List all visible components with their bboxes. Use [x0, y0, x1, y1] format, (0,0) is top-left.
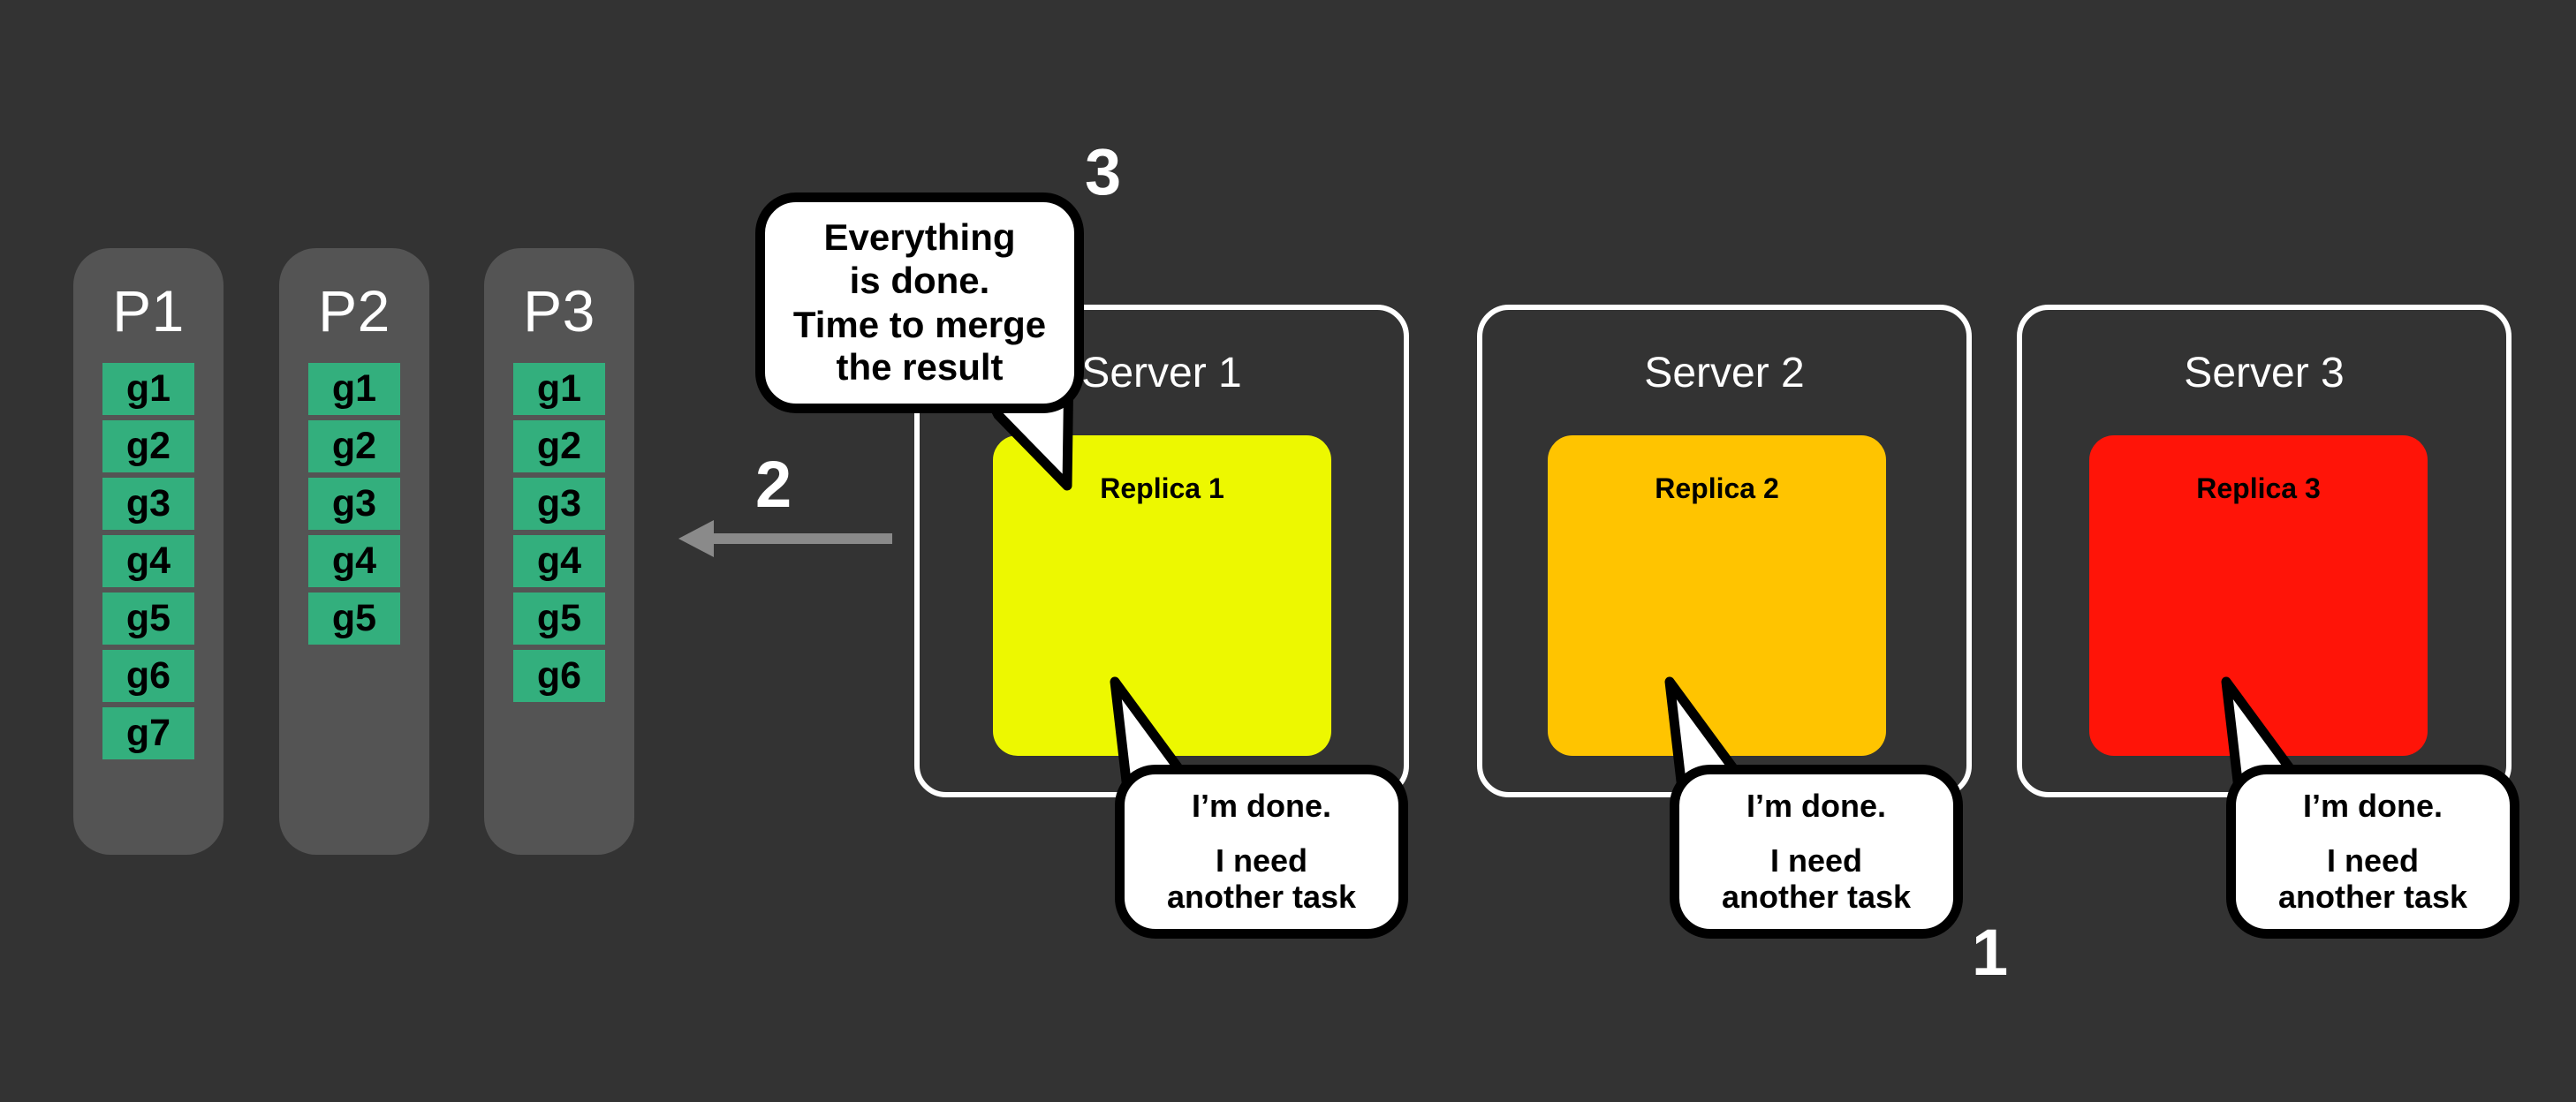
chunk-block[interactable]: g5: [102, 593, 194, 645]
partition-p1-chunk-stack: g1 g2 g3 g4 g5 g6 g7: [73, 363, 224, 759]
chunk-block[interactable]: g3: [308, 478, 400, 530]
chunk-block[interactable]: g1: [308, 363, 400, 415]
chunk-block[interactable]: g6: [102, 650, 194, 702]
partition-p1-title: P1: [112, 278, 185, 343]
task-request-bubble-3: I’m done. I need another task: [2226, 765, 2519, 939]
replica-1-box[interactable]: Replica 1: [993, 435, 1331, 756]
task-bubble-3-line-2: I need: [2326, 842, 2420, 879]
chunk-block[interactable]: g2: [513, 420, 605, 472]
partition-p2: P2 g1 g2 g3 g4 g5: [279, 248, 429, 855]
replica-3-label: Replica 3: [2196, 472, 2321, 504]
server-1-title: Server 1: [1081, 350, 1242, 396]
chunk-block[interactable]: g3: [513, 478, 605, 530]
task-bubble-1-line-2: I need: [1215, 842, 1308, 879]
chunk-block[interactable]: g1: [513, 363, 605, 415]
chunk-block[interactable]: g2: [308, 420, 400, 472]
partition-p2-chunk-stack: g1 g2 g3 g4 g5: [279, 363, 429, 645]
chunk-block[interactable]: g6: [513, 650, 605, 702]
chunk-block[interactable]: g5: [513, 593, 605, 645]
replica-2-label: Replica 2: [1655, 472, 1779, 504]
chunk-block[interactable]: g4: [308, 535, 400, 587]
merge-bubble-line-2: is done.: [849, 259, 990, 301]
merge-arrow-icon: [678, 520, 892, 557]
server-2-title: Server 2: [1644, 350, 1805, 396]
task-bubble-2-line-3: another task: [1721, 879, 1912, 916]
chunk-block[interactable]: g4: [102, 535, 194, 587]
chunk-block[interactable]: g4: [513, 535, 605, 587]
merge-result-bubble: Everything is done. Time to merge the re…: [755, 192, 1084, 413]
task-bubble-3-line-1: I’m done.: [2302, 787, 2443, 824]
step-number-3: 3: [1085, 135, 1122, 208]
task-bubble-2-line-2: I need: [1769, 842, 1863, 879]
chunk-block[interactable]: g2: [102, 420, 194, 472]
task-bubble-1-line-1: I’m done.: [1191, 787, 1331, 824]
step-number-1: 1: [1972, 916, 2009, 989]
replica-2-box[interactable]: Replica 2: [1548, 435, 1886, 756]
server-3-title: Server 3: [2184, 350, 2345, 396]
task-bubble-1-line-3: another task: [1166, 879, 1357, 916]
partition-p1: P1 g1 g2 g3 g4 g5 g6 g7: [73, 248, 224, 855]
task-request-bubble-2: I’m done. I need another task: [1670, 765, 1963, 939]
step-number-2: 2: [755, 448, 792, 521]
chunk-block[interactable]: g1: [102, 363, 194, 415]
task-bubble-3-line-3: another task: [2277, 879, 2468, 916]
merge-bubble-line-4: the result: [836, 346, 1004, 389]
chunk-block[interactable]: g3: [102, 478, 194, 530]
task-bubble-2-line-1: I’m done.: [1746, 787, 1886, 824]
partition-p3-chunk-stack: g1 g2 g3 g4 g5 g6: [484, 363, 634, 702]
chunk-block[interactable]: g5: [308, 593, 400, 645]
replica-3-box[interactable]: Replica 3: [2089, 435, 2428, 756]
task-request-bubble-1: I’m done. I need another task: [1115, 765, 1408, 939]
partition-p3-title: P3: [523, 278, 595, 343]
merge-bubble-line-1: Everything: [823, 216, 1016, 258]
chunk-block[interactable]: g7: [102, 707, 194, 759]
merge-bubble-line-3: Time to merge: [792, 303, 1047, 345]
replica-1-label: Replica 1: [1100, 472, 1224, 504]
partition-p3: P3 g1 g2 g3 g4 g5 g6: [484, 248, 634, 855]
partition-p2-title: P2: [318, 278, 390, 343]
